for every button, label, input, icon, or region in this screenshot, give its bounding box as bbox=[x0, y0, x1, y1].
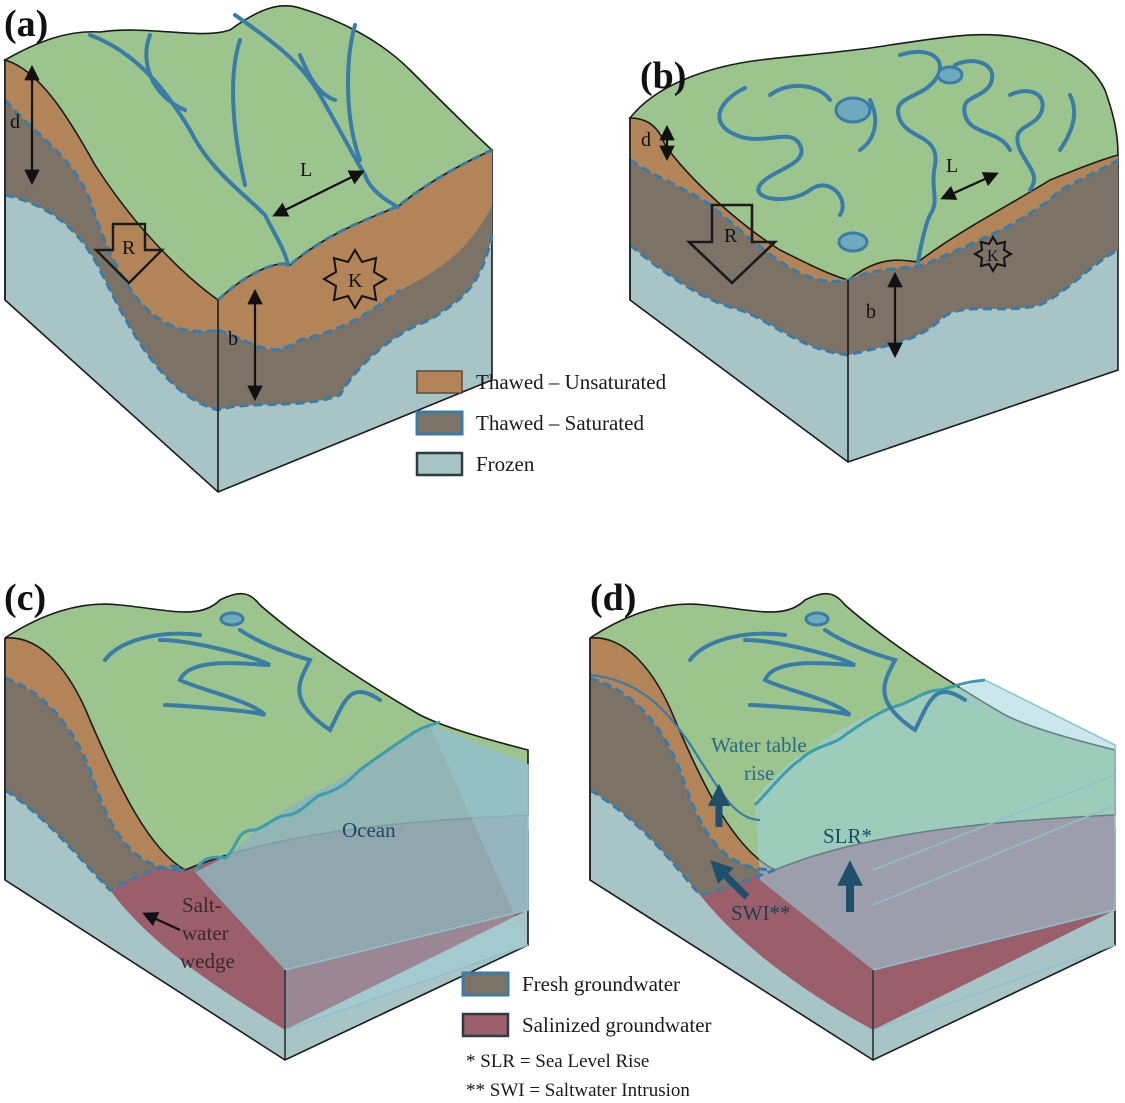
recharge-arrow bbox=[93, 222, 165, 285]
panel-a: d R L K b (a) bbox=[2, 3, 494, 493]
coastline bbox=[193, 720, 441, 873]
raised-water-table-line bbox=[589, 673, 761, 822]
label-r: R bbox=[724, 225, 738, 247]
freshwater-bottom-line bbox=[589, 788, 776, 897]
saturated-layer bbox=[590, 678, 775, 895]
label-k: K bbox=[987, 248, 999, 265]
permafrost-table-line bbox=[4, 193, 494, 412]
ocean-prism bbox=[284, 724, 529, 1032]
saltwater-wedge-label: wedge bbox=[180, 949, 235, 973]
slr-label: SLR* bbox=[823, 824, 872, 848]
meandering-stream bbox=[103, 628, 382, 733]
saturated-layer bbox=[630, 160, 1118, 355]
panel-label: (a) bbox=[4, 3, 48, 45]
unsaturated-layer bbox=[5, 637, 185, 870]
panel-label: (c) bbox=[4, 577, 46, 619]
footnote: ** SWI = Saltwater Intrusion bbox=[466, 1080, 690, 1101]
saturated-layer bbox=[5, 678, 185, 890]
ocean-surface bbox=[195, 725, 528, 970]
conductivity-star bbox=[972, 234, 1014, 274]
saltwater-wedge-label: Salt- bbox=[182, 893, 222, 917]
water-table-rise-label: rise bbox=[744, 761, 774, 785]
water-table-line bbox=[629, 158, 1119, 283]
label-d: d bbox=[10, 111, 20, 133]
legend-item: Thawed – Unsaturated bbox=[476, 370, 667, 394]
water-table-line bbox=[3, 99, 219, 333]
label-b: b bbox=[228, 328, 238, 350]
label-b: b bbox=[866, 301, 876, 323]
legend-item: Fresh groundwater bbox=[522, 972, 680, 996]
raised-ocean bbox=[755, 680, 1115, 970]
panel-c: Ocean Salt- water wedge (c) bbox=[4, 577, 529, 1061]
saturated-lower bbox=[5, 100, 492, 410]
footnote: * SLR = Sea Level Rise bbox=[466, 1051, 649, 1072]
unsaturated-right bbox=[848, 155, 1118, 280]
water-table-rise-label: Water table bbox=[711, 733, 807, 757]
swi-label: SWI** bbox=[731, 901, 791, 925]
freshwater-bottom-line bbox=[4, 788, 186, 892]
recharge-arrow bbox=[685, 203, 779, 285]
stream-network bbox=[88, 13, 400, 267]
label-l: L bbox=[300, 159, 312, 181]
label-k: K bbox=[348, 270, 363, 292]
label-r: R bbox=[122, 237, 136, 259]
ocean-label: Ocean bbox=[342, 818, 396, 842]
water-table-line bbox=[4, 676, 186, 872]
panel-b: d R L K b (b) bbox=[628, 33, 1119, 463]
water-table-surface-edge bbox=[216, 148, 493, 302]
meandering-stream bbox=[688, 628, 967, 733]
water-table-line bbox=[589, 676, 776, 872]
unsaturated-layer bbox=[630, 118, 848, 282]
raised-ocean-prism bbox=[872, 679, 1116, 1032]
legend-item: Salinized groundwater bbox=[522, 1013, 712, 1037]
unsaturated-layer bbox=[590, 637, 775, 870]
conductivity-star bbox=[322, 248, 388, 310]
legend-top: Thawed – Unsaturated Thawed – Saturated … bbox=[415, 370, 667, 477]
panel-d: Water table rise SLR* SWI** (d) bbox=[589, 577, 1116, 1061]
legend-bottom: Fresh groundwater Salinized groundwater … bbox=[461, 971, 712, 1101]
land-surface bbox=[2, 5, 494, 302]
label-l: L bbox=[946, 155, 958, 177]
coastline bbox=[753, 678, 986, 807]
panel-label: (d) bbox=[590, 577, 636, 619]
label-d: d bbox=[641, 129, 651, 151]
legend-item: Thawed – Saturated bbox=[476, 411, 644, 435]
unsaturated-layer bbox=[5, 60, 218, 332]
panel-label: (b) bbox=[640, 55, 686, 97]
saltwater-wedge-label: water bbox=[182, 921, 229, 945]
legend-item: Frozen bbox=[476, 452, 535, 476]
